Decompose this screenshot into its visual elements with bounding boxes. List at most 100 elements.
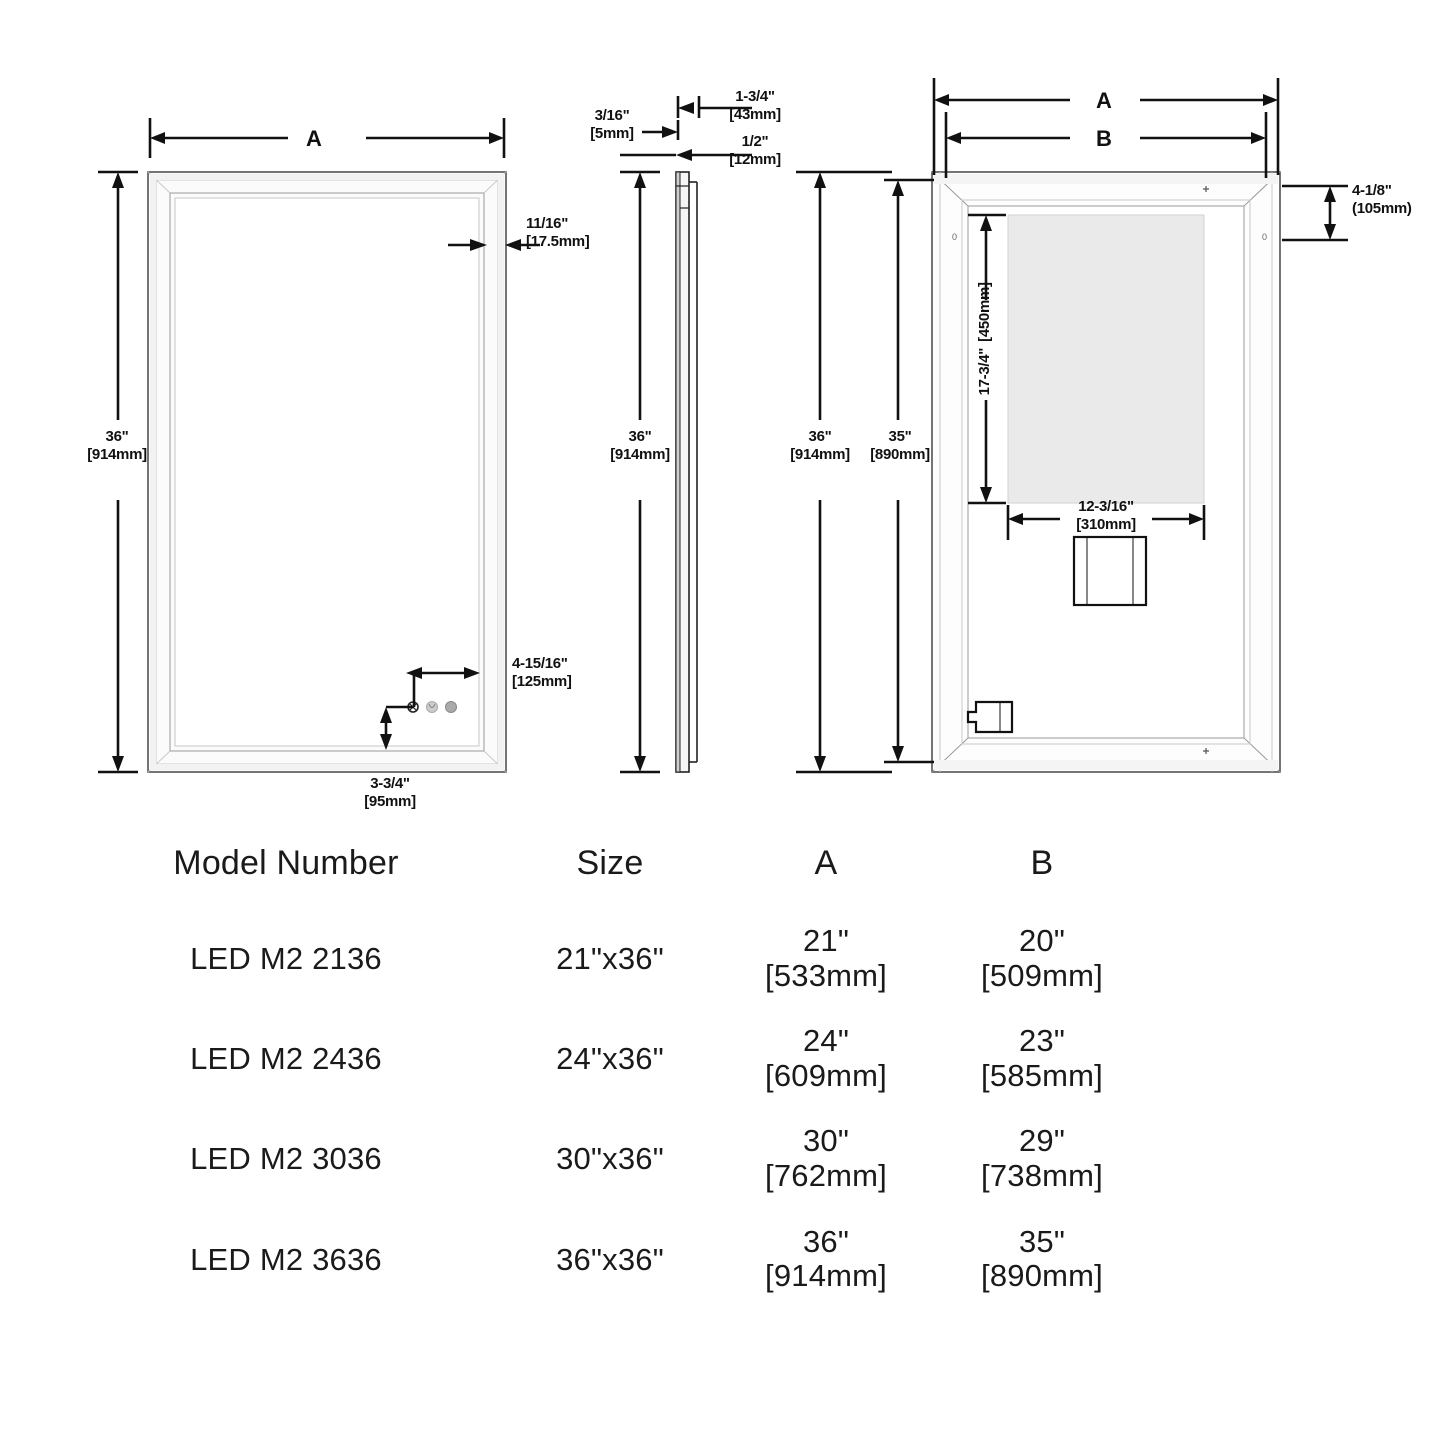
front-switch-bottom-mm: [95mm] [364,792,416,810]
back-height-inner-inch: 35" [888,428,912,445]
cell-a: 24" [609mm] [718,1009,934,1109]
cell-a-inch: 36" [802,1223,850,1259]
col-header-model: Model Number [173,844,399,882]
side-view-group [620,96,752,774]
dim-label-backplate-width: 12-3/16" [310mm] [1036,498,1176,533]
side-frame-depth-inch: 1/2" [741,133,769,150]
dim-back-width-A [932,78,1280,175]
dim-front-width-A [148,118,506,158]
svg-text:0: 0 [952,232,957,242]
dim-backplate-height [968,213,1006,505]
table-row: LED M2 2136 21"x36" 21" [533mm] 20" [509… [70,909,1150,1009]
cell-b-inch: 23" [1018,1023,1066,1059]
cell-model: LED M2 2136 [190,941,382,977]
dim-back-height-inner [884,178,934,764]
dim-label-back-height-outer: 36" [914mm] [760,428,880,463]
front-switch-side-inch: 4-15/16" [512,655,568,672]
dim-back-width-B [944,112,1268,178]
drawing-artwork: 0 0 [98,78,1348,774]
cell-b: 23" [585mm] [934,1009,1150,1109]
back-top-offset-mm: (105mm) [1352,199,1412,217]
dim-front-switch-horizontal [406,667,480,709]
side-glass-inch: 3/16" [594,107,630,124]
cell-size: 24"x36" [556,1041,664,1077]
front-frame-thickness-inch: 11/16" [526,215,569,232]
cell-model: LED M2 3036 [190,1141,382,1177]
backplate-width-inch: 12-3/16" [1078,498,1134,515]
side-depth-inch: 1-3/4" [735,88,775,105]
dim-label-side-overall-depth: 1-3/4" [43mm] [700,88,810,123]
dim-label-side-glass-thickness: 3/16" [5mm] [562,107,662,142]
dim-front-height [98,170,138,774]
svg-text:0: 0 [1262,232,1267,242]
backplate-height-inch: 17-3/4" [976,347,994,396]
cell-b: 35" [890mm] [934,1210,1150,1310]
side-depth-mm: [43mm] [729,105,781,123]
cell-a: 21" [533mm] [718,909,934,1009]
cell-a-mm: [762mm] [765,1157,887,1193]
label-front-width-A: A [306,126,322,151]
cell-b-inch: 20" [1018,923,1066,958]
dim-label-back-top-offset: 4-1/8" (105mm) [1352,182,1445,217]
back-height-outer-mm: [914mm] [790,445,850,463]
dim-back-height-outer [796,170,892,774]
back-view-group: 0 0 [796,78,1348,774]
back-height-outer-inch: 36" [808,428,832,445]
junction-box [1072,535,1148,607]
table-row: LED M2 3036 30"x36" 30" [762mm] 29" [738… [70,1109,1150,1209]
cell-a-inch: 21" [802,923,850,958]
dim-backplate-width [1006,505,1206,540]
cell-size: 36"x36" [556,1241,664,1277]
col-header-b: B [1030,844,1054,882]
model-specification-table: Model Number Size A B LED M2 2136 21"x36… [70,840,1150,1310]
dim-side-height [620,170,660,774]
dim-label-front-height: 36" [914mm] [52,428,182,463]
front-frame-thickness-mm: [17.5mm] [526,232,590,250]
side-height-inch: 36" [628,428,652,445]
back-height-inner-mm: [890mm] [870,445,930,463]
front-height-mm: [914mm] [87,445,147,463]
cell-size: 21"x36" [556,941,664,977]
label-back-width-B: B [1096,126,1112,151]
backplate-width-mm: [310mm] [1076,515,1136,533]
mount-marks: 0 0 [952,186,1267,754]
cell-model: LED M2 2436 [190,1041,382,1077]
cell-a-inch: 30" [802,1123,850,1159]
cell-b: 29" [738mm] [934,1109,1150,1209]
dim-label-side-height: 36" [914mm] [575,428,705,463]
cell-model: LED M2 3636 [190,1241,382,1277]
dim-label-front-switch-vertical: 3-3/4" [95mm] [320,775,460,810]
label-back-width-A: A [1096,88,1112,113]
dim-back-top-offset [1282,184,1348,242]
dim-front-frame-thickness [448,239,540,251]
cell-b-mm: [890mm] [981,1258,1103,1294]
backplate-height-mm: [450mm] [976,282,994,342]
dim-front-switch-vertical [380,705,410,750]
table-row: LED M2 2436 24"x36" 24" [609mm] 23" [585… [70,1009,1150,1109]
front-height-inch: 36" [105,428,129,445]
col-header-size: Size [576,844,644,882]
cell-size: 30"x36" [556,1141,664,1177]
cell-b: 20" [509mm] [934,909,1150,1009]
side-glass-mm: [5mm] [590,124,634,142]
cell-b-mm: [509mm] [981,957,1103,993]
table-header-row: Model Number Size A B [70,840,1150,909]
cell-a: 36" [914mm] [718,1210,934,1310]
cell-a-inch: 24" [802,1023,850,1059]
cell-b-inch: 35" [1018,1223,1066,1259]
side-frame-depth-mm: [12mm] [729,150,781,168]
cell-b-mm: [585mm] [981,1057,1103,1093]
col-header-a: A [814,844,838,882]
side-height-mm: [914mm] [610,445,670,463]
power-connector [966,700,1014,734]
dim-label-backplate-height: 17-3/4" [450mm] [976,269,994,409]
dim-side-overall-depth [676,96,752,118]
dim-label-side-frame-depth: 1/2" [12mm] [700,133,810,168]
front-view-group [98,118,540,774]
dim-side-frame-depth [620,149,752,161]
front-switch-bottom-inch: 3-3/4" [370,775,410,792]
dim-label-front-switch-horizontal: 4-15/16" [125mm] [512,655,652,690]
dim-side-glass-thickness [642,120,680,140]
back-top-offset-inch: 4-1/8" [1352,182,1392,199]
